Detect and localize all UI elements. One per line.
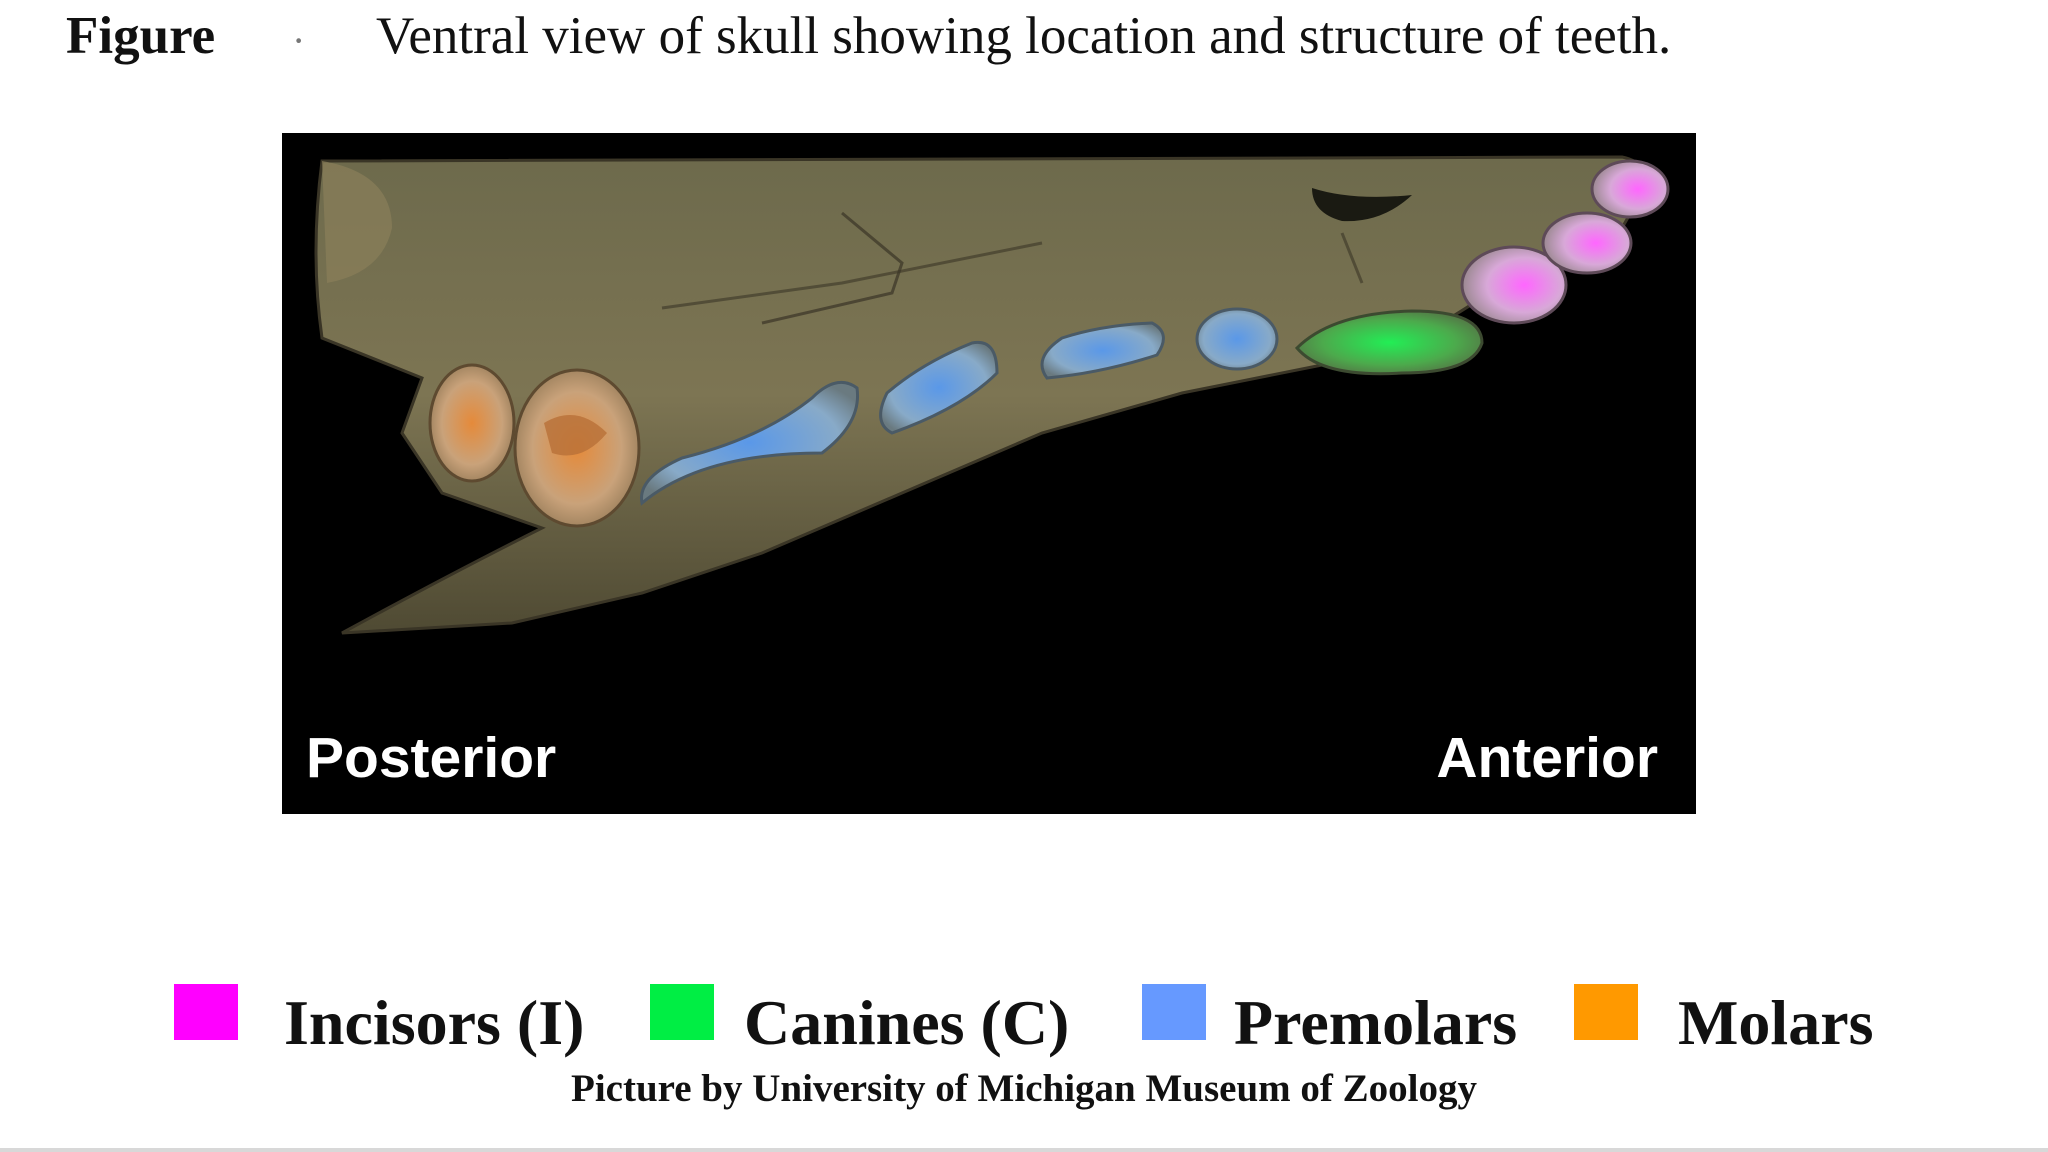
legend-swatch-canines xyxy=(650,984,714,1040)
skull-bone xyxy=(314,155,1646,635)
skull-photo: Posterior Anterior xyxy=(282,133,1696,814)
figure-label: Figure xyxy=(66,7,216,65)
figure-title: Ventral view of skull showing location a… xyxy=(376,7,1672,65)
incisor-tooth xyxy=(1590,159,1670,219)
legend-label-canines: Canines (C) xyxy=(744,987,1070,1058)
premolar-tooth xyxy=(1195,307,1279,371)
anterior-label: Anterior xyxy=(1436,726,1658,790)
legend-swatch-incisors xyxy=(174,984,238,1040)
premolar-tooth xyxy=(640,380,860,506)
legend-swatch-premolars xyxy=(1142,984,1206,1040)
bottom-divider xyxy=(0,1148,2048,1152)
posterior-label: Posterior xyxy=(306,726,557,790)
canine-tooth xyxy=(1294,309,1484,376)
premolar-tooth xyxy=(1040,321,1165,380)
incisor-tooth xyxy=(1460,245,1568,325)
caption-separator: · xyxy=(292,18,306,63)
molar-tooth xyxy=(428,363,516,483)
premolar-tooth xyxy=(879,340,999,435)
incisor-tooth xyxy=(1541,211,1633,275)
bone-suture xyxy=(1340,232,1364,284)
bone-suture xyxy=(661,241,1043,310)
legend-label-incisors: Incisors (I) xyxy=(284,987,585,1058)
legend-swatch-molars xyxy=(1574,984,1638,1040)
molar-cusp xyxy=(544,415,607,456)
color-legend: Incisors (I) Canines (C) Premolars Molar… xyxy=(0,984,2048,1064)
legend-label-premolars: Premolars xyxy=(1234,987,1518,1058)
legend-label-molars: Molars xyxy=(1678,987,1874,1058)
skull-illustration xyxy=(314,155,1670,635)
figure-caption: Figure · Ventral view of skull showing l… xyxy=(66,6,2016,76)
bone-highlight xyxy=(322,161,392,283)
bone-suture xyxy=(761,211,904,325)
palatine-fissure xyxy=(1312,188,1412,222)
photo-credit: Picture by University of Michigan Museum… xyxy=(571,1067,1477,1110)
